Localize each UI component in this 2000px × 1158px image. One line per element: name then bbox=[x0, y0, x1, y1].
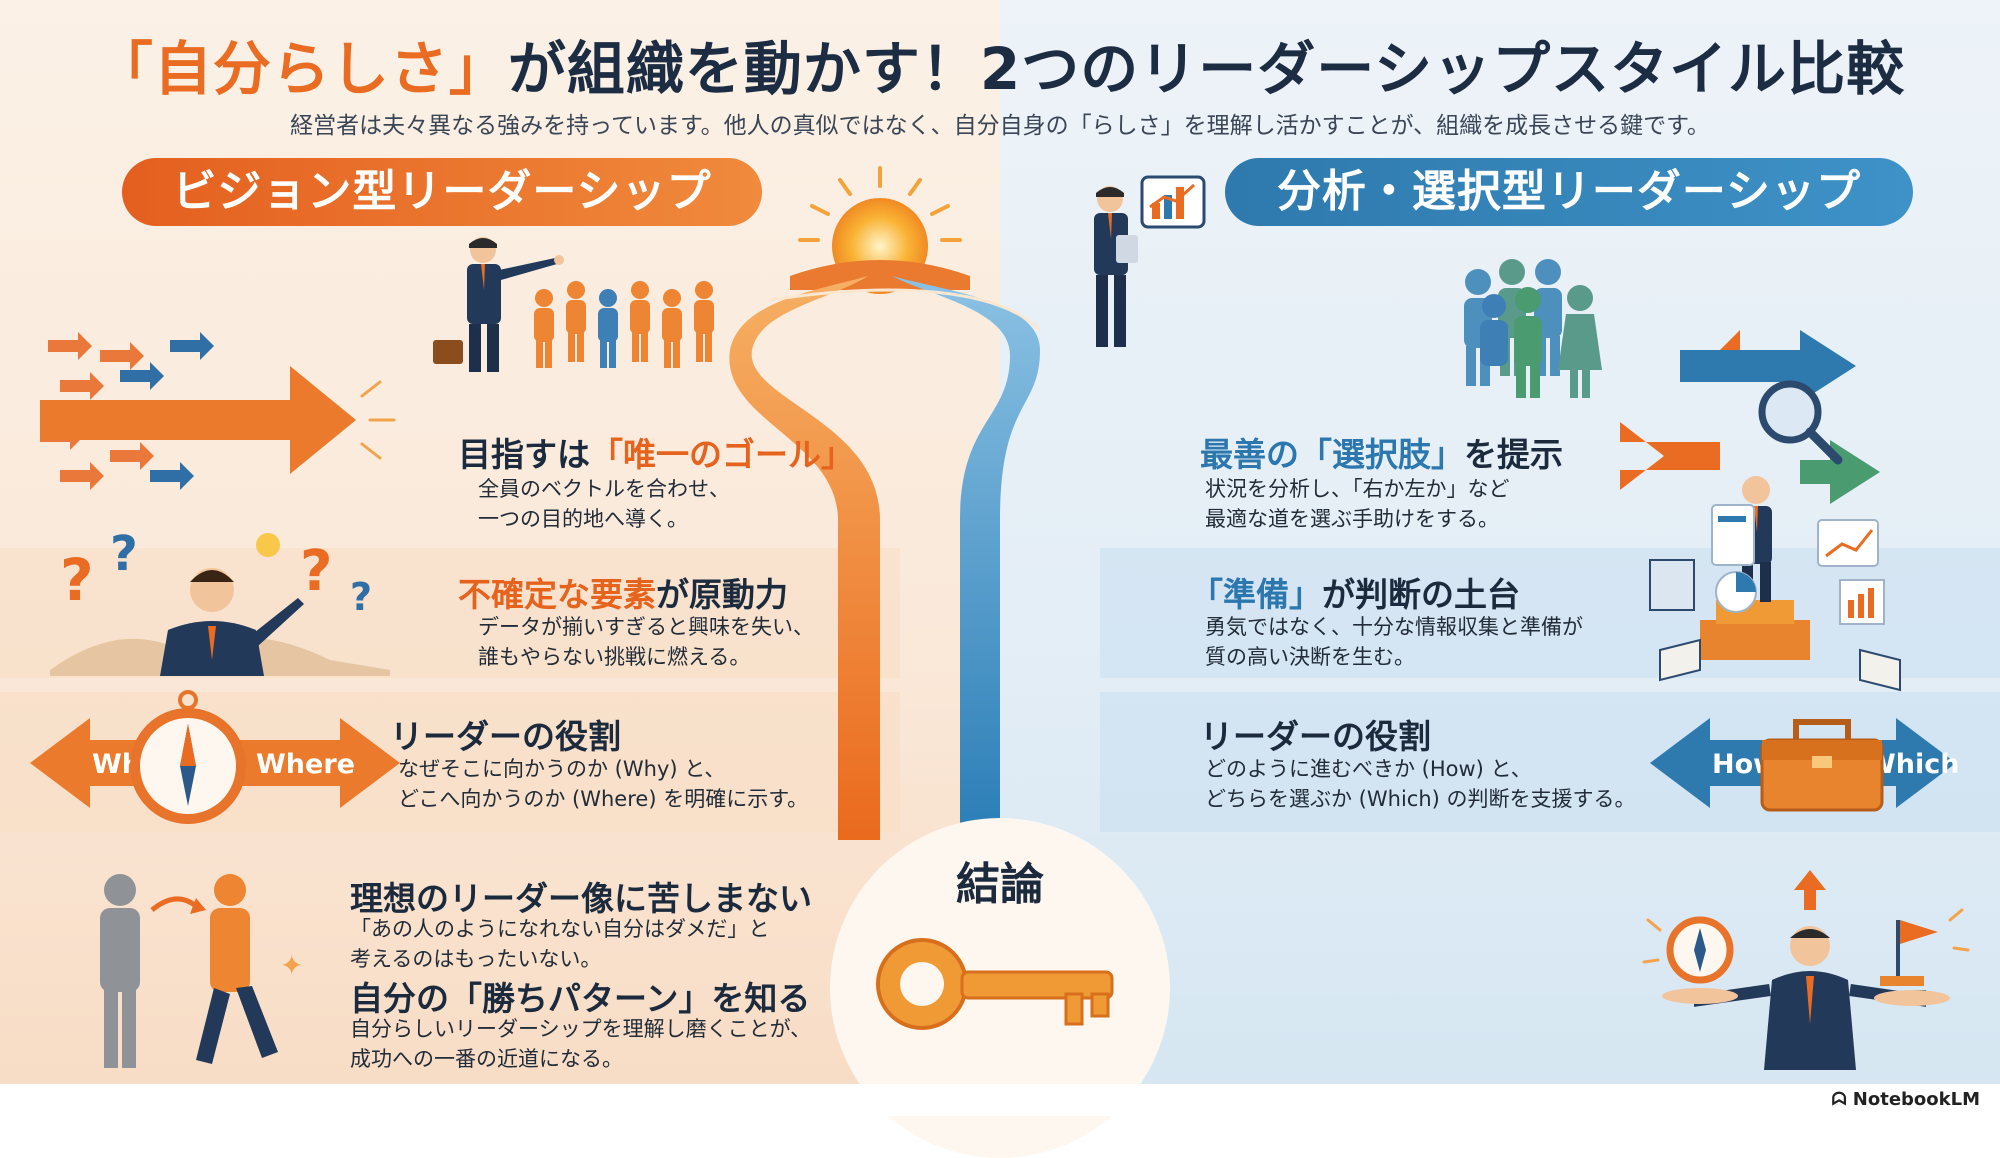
left-role-heading: リーダーの役割 bbox=[390, 717, 621, 756]
svg-text:?: ? bbox=[350, 575, 372, 619]
conclusion-label: 結論 bbox=[956, 859, 1044, 910]
page-subtitle: 経営者は夫々異なる強みを持っています。他人の真似ではなく、自分自身の「らしさ」を… bbox=[290, 113, 1710, 139]
converging-arrows-icon bbox=[40, 332, 396, 490]
title-highlight: 「自分らしさ」 bbox=[94, 35, 508, 103]
vision-leadership-heading: ビジョン型リーダーシップ bbox=[122, 158, 762, 226]
left-win-pattern-text: 自分らしいリーダーシップを理解し磨くことが、 成功への一番の近道になる。 bbox=[350, 1017, 812, 1071]
page-title: 「自分らしさ」が組織を動かす！2つのリーダーシップスタイル比較 bbox=[0, 22, 2000, 106]
right-s2-heading: 「準備」が判断の土台 bbox=[1190, 575, 1520, 614]
right-role-text: どのように進むべきか (How) と、 どちらを選ぶか (Which) の判断を… bbox=[1205, 757, 1636, 811]
right-s1-text: 状況を分析し、「右か左か」など 最適な道を選ぶ手助けをする。 bbox=[1205, 477, 1510, 531]
left-win-pattern-heading: 自分の「勝ちパターン」を知る bbox=[350, 979, 811, 1018]
left-s1-text: 全員のベクトルを合わせ、 一つの目的地へ導く。 bbox=[478, 477, 730, 531]
right-s2-text: 勇気ではなく、十分な情報収集と準備が 質の高い決断を生む。 bbox=[1205, 615, 1583, 669]
team-group-icon bbox=[1464, 259, 1602, 398]
svg-text:✦: ✦ bbox=[280, 949, 303, 982]
notebooklm-logo-icon: ᗣ bbox=[1831, 1089, 1853, 1110]
left-role-text: なぜそこに向かうのか (Why) と、 どこへ向かうのか (Where) を明確… bbox=[398, 757, 809, 811]
question-marks-leader-icon: ? ? ? ? bbox=[50, 526, 390, 676]
transformation-figures-icon: ✦ bbox=[100, 874, 303, 1068]
svg-text:?: ? bbox=[60, 546, 94, 614]
left-s2-text: データが揃いすぎると興味を失い、 誰もやらない挑戦に燃える。 bbox=[478, 615, 814, 669]
where-label: Where bbox=[256, 749, 355, 780]
notebooklm-brand: ᗣ NotebookLM bbox=[1831, 1089, 1980, 1110]
sun-icon bbox=[790, 166, 970, 294]
how-which-arrow-icon: How Which bbox=[1650, 718, 1960, 812]
team-crowd-icon bbox=[534, 281, 714, 368]
left-ideal-text: 「あの人のようになれない自分はダメだ」と 考えるのはもったいない。 bbox=[350, 917, 770, 971]
conclusion-key-icon bbox=[876, 938, 1114, 1030]
choice-arrows-icon bbox=[1620, 330, 1880, 504]
svg-text:?: ? bbox=[300, 539, 332, 604]
pointing-leader-icon bbox=[433, 237, 564, 372]
analyst-with-tablet-icon bbox=[1094, 175, 1206, 347]
left-s2-heading: 不確定な要素が原動力 bbox=[458, 575, 788, 614]
title-main: が組織を動かす！2つのリーダーシップスタイル比較 bbox=[507, 35, 1906, 103]
left-s1-heading: 目指すは「唯一のゴール」 bbox=[458, 435, 854, 474]
analysis-leadership-heading: 分析・選択型リーダーシップ bbox=[1225, 158, 1913, 226]
right-s1-heading: 最善の「選択肢」を提示 bbox=[1200, 435, 1563, 474]
left-ideal-heading: 理想のリーダー像に苦しまない bbox=[350, 879, 812, 918]
why-where-arrow-icon: Why Where bbox=[30, 690, 400, 824]
balancing-leader-icon bbox=[1642, 870, 1970, 1070]
analyst-with-documents-icon bbox=[1649, 476, 1901, 692]
right-role-heading: リーダーの役割 bbox=[1200, 717, 1431, 756]
svg-text:?: ? bbox=[110, 526, 138, 582]
footer-bar bbox=[0, 1084, 2000, 1116]
